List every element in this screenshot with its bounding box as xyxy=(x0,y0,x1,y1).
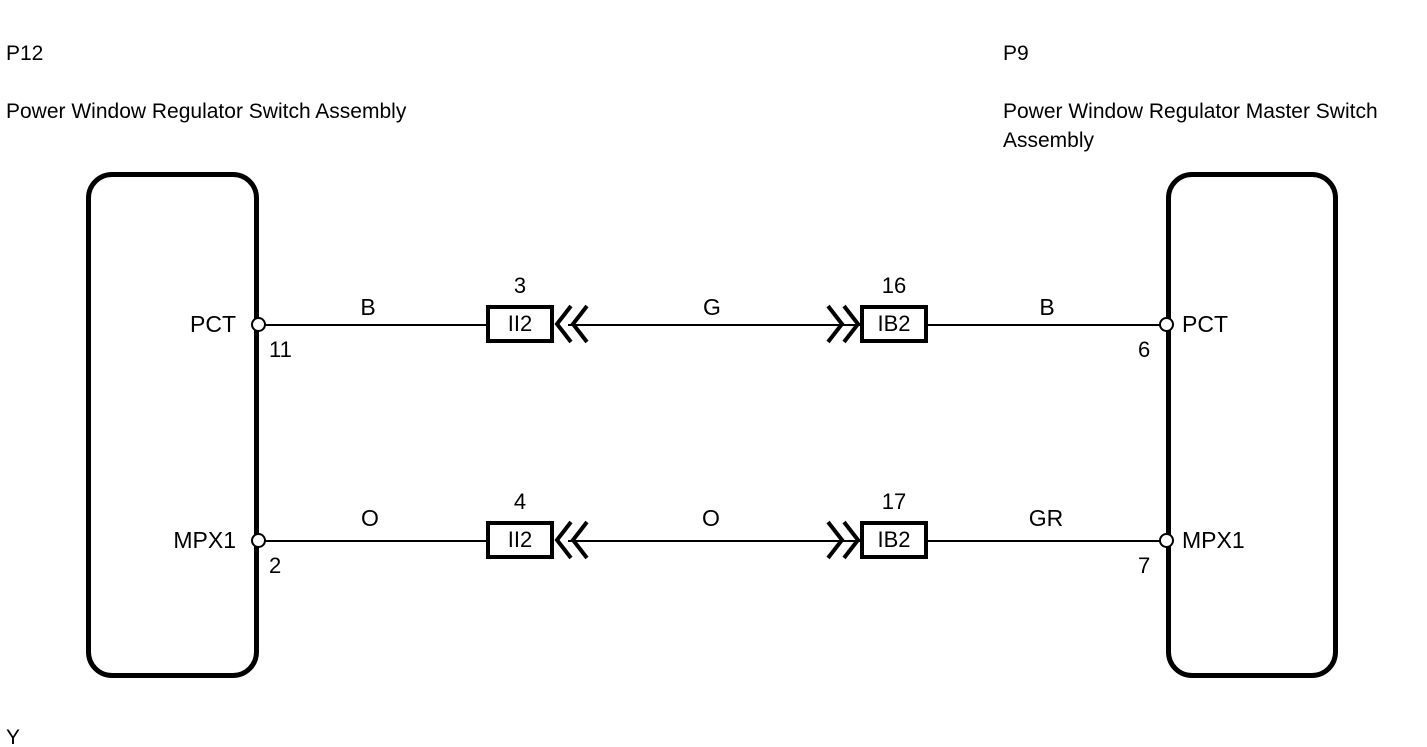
wire-segment-mpx1-2 xyxy=(568,540,861,542)
wire-color-pct-1: B xyxy=(360,294,376,320)
connector-left-header: P12 Power Window Regulator Switch Assemb… xyxy=(6,10,406,155)
footer-mark: Y xyxy=(6,727,21,747)
chevron-double-right-icon-mpx1 xyxy=(826,520,861,560)
connector-left-name: Power Window Regulator Switch Assembly xyxy=(6,100,407,123)
right-pin-number-7: 7 xyxy=(1138,553,1151,578)
left-terminal-label-mpx1: MPX1 xyxy=(173,527,236,553)
wire-color-pct-2: G xyxy=(703,294,721,320)
connector-left-body xyxy=(86,172,259,678)
wire-segment-pct-1 xyxy=(265,324,487,326)
connector-right-name: Power Window Regulator Master Switch Ass… xyxy=(1003,100,1378,152)
left-terminal-label-pct: PCT xyxy=(190,311,236,337)
junction-box-ii2-3[interactable]: II2 xyxy=(486,305,554,343)
wire-segment-pct-2 xyxy=(568,324,861,326)
chevron-double-left-icon-mpx1 xyxy=(554,520,589,560)
right-pin-number-6: 6 xyxy=(1138,337,1151,362)
left-terminal-circle-mpx1[interactable] xyxy=(251,533,266,548)
right-terminal-label-mpx1: MPX1 xyxy=(1182,527,1245,553)
wire-segment-mpx1-1 xyxy=(265,540,487,542)
connector-right-body xyxy=(1166,172,1338,678)
connector-left-code: P12 xyxy=(6,42,44,65)
wire-segment-mpx1-3 xyxy=(927,540,1173,542)
junction-box-ib2-16[interactable]: IB2 xyxy=(860,305,928,343)
left-pin-number-2: 2 xyxy=(269,553,282,578)
wire-color-mpx1-3: GR xyxy=(1028,505,1064,531)
junction-number-17: 17 xyxy=(881,489,907,514)
wire-color-mpx1-2: O xyxy=(702,505,720,531)
right-terminal-circle-pct[interactable] xyxy=(1159,317,1174,332)
connector-right-code: P9 xyxy=(1003,42,1029,65)
connector-right-header: P9 Power Window Regulator Master Switch … xyxy=(1003,10,1427,184)
left-pin-number-11: 11 xyxy=(269,337,292,362)
right-terminal-label-pct: PCT xyxy=(1182,311,1228,337)
chevron-double-left-icon-pct xyxy=(554,304,589,344)
junction-number-3: 3 xyxy=(513,273,527,298)
wire-color-pct-3: B xyxy=(1039,294,1055,320)
chevron-double-right-icon-pct xyxy=(826,304,861,344)
right-terminal-circle-mpx1[interactable] xyxy=(1159,533,1174,548)
junction-box-ii2-4[interactable]: II2 xyxy=(486,521,554,559)
junction-box-ib2-17[interactable]: IB2 xyxy=(860,521,928,559)
wire-segment-pct-3 xyxy=(927,324,1173,326)
junction-number-16: 16 xyxy=(881,273,907,298)
left-terminal-circle-pct[interactable] xyxy=(251,317,266,332)
wire-color-mpx1-1: O xyxy=(361,505,379,531)
junction-number-4: 4 xyxy=(513,489,527,514)
